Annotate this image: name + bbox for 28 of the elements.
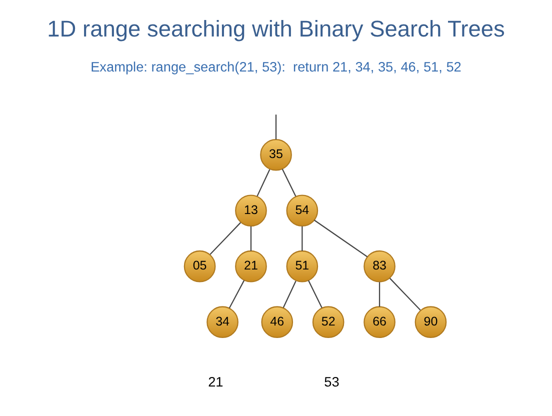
- node-circle: 66: [364, 306, 396, 338]
- node-circle: 35: [260, 138, 292, 170]
- node-circle: 21: [235, 250, 267, 282]
- label: 21: [208, 374, 224, 389]
- connector: [250, 226, 252, 250]
- node-circle: 51: [286, 250, 318, 282]
- connector: [282, 280, 296, 308]
- node-circle: 34: [206, 306, 238, 338]
- connector: [228, 280, 245, 308]
- connector: [282, 168, 296, 196]
- connector: [302, 226, 303, 250]
- node-circle: 54: [286, 194, 318, 226]
- diagram-title: 1D range searching with Binary Search Trees: [47, 14, 505, 41]
- node-circle: 90: [414, 306, 447, 338]
- connector: [378, 282, 380, 306]
- connector: [314, 219, 368, 257]
- node-circle: 13: [235, 194, 267, 226]
- node-circle: 52: [312, 306, 344, 338]
- connector: [389, 277, 421, 310]
- connector: [256, 168, 270, 196]
- label: 53: [324, 374, 340, 389]
- connector: [210, 222, 242, 254]
- node-circle: 05: [184, 250, 216, 282]
- connector: [275, 114, 277, 139]
- node-circle: 46: [261, 306, 294, 338]
- connector: [308, 280, 322, 308]
- node-circle: 83: [364, 250, 396, 282]
- label: Example: range_search(21, 53): return 21, 34, 35, 46, 51, 52: [90, 59, 462, 74]
